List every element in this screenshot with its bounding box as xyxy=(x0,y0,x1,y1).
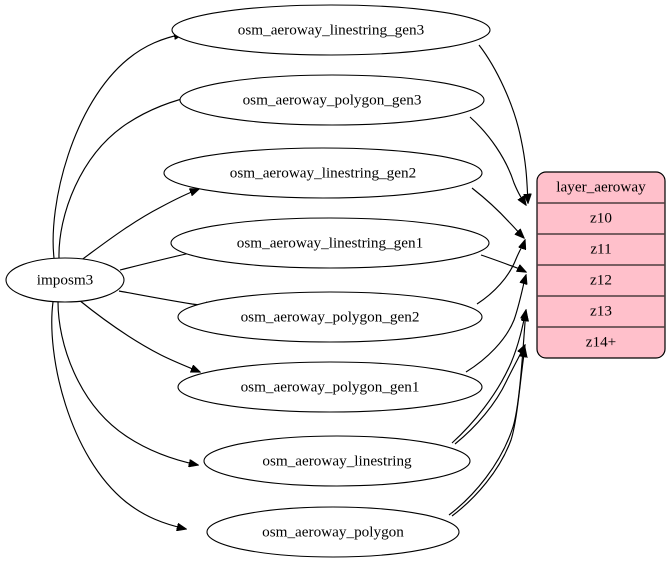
edge-imposm3-to-polygon-gen1 xyxy=(78,299,200,372)
node-osm_aeroway_polygon_gen2-label: osm_aeroway_polygon_gen2 xyxy=(241,308,420,325)
edge-imposm3-to-polygon xyxy=(51,301,186,529)
node-osm_aeroway_polygon_gen2[interactable]: osm_aeroway_polygon_gen2 xyxy=(177,291,483,343)
node-osm_aeroway_polygon-shape[interactable] xyxy=(206,506,460,558)
edge-linestring-gen3-to-z10 xyxy=(478,44,528,203)
record-row-z11[interactable]: z11 xyxy=(590,240,611,257)
node-osm_aeroway_linestring-label: osm_aeroway_linestring xyxy=(262,452,412,469)
node-imposm3-shape[interactable] xyxy=(5,257,125,303)
node-osm_aeroway_polygon_gen3[interactable]: osm_aeroway_polygon_gen3 xyxy=(179,74,485,126)
node-osm_aeroway_linestring_gen1[interactable]: osm_aeroway_linestring_gen1 xyxy=(170,217,490,269)
node-osm_aeroway_polygon_gen3-label: osm_aeroway_polygon_gen3 xyxy=(243,91,422,108)
edge-polygon-to-z14plus xyxy=(451,348,525,517)
node-osm_aeroway_polygon_gen1-shape[interactable] xyxy=(177,361,483,413)
record-row-z14plus[interactable]: z14+ xyxy=(586,333,617,350)
edge-imposm3-to-linestring-gen2 xyxy=(79,189,199,262)
edge-polygon-gen2-to-z11 xyxy=(476,240,525,305)
edge-linestring-to-z13 xyxy=(451,310,526,444)
edge-linestring-gen1-to-z12 xyxy=(480,254,526,272)
edge-polygon-gen1-to-z12 xyxy=(465,275,526,373)
node-osm_aeroway_linestring_gen3[interactable]: osm_aeroway_linestring_gen3 xyxy=(171,4,491,56)
record-row-header: layer_aeroway xyxy=(556,178,646,195)
edge-polygon-to-z13 xyxy=(448,312,526,516)
node-imposm3-label: imposm3 xyxy=(37,271,94,288)
node-osm_aeroway_linestring_gen1-label: osm_aeroway_linestring_gen1 xyxy=(237,234,423,251)
node-osm_aeroway_polygon_gen3-shape[interactable] xyxy=(179,74,485,126)
node-osm_aeroway_polygon[interactable]: osm_aeroway_polygon xyxy=(206,506,460,558)
node-osm_aeroway_polygon_gen1-label: osm_aeroway_polygon_gen1 xyxy=(241,378,420,395)
record-row-z10[interactable]: z10 xyxy=(590,209,612,226)
node-osm_aeroway_linestring_gen2-label: osm_aeroway_linestring_gen2 xyxy=(230,164,416,181)
node-osm_aeroway_linestring_gen3-shape[interactable] xyxy=(171,4,491,56)
record-row-z13[interactable]: z13 xyxy=(590,302,612,319)
edge-group-imposm3-to-tables xyxy=(51,34,214,529)
edge-polygon-gen3-to-z10 xyxy=(469,116,526,205)
node-osm_aeroway_linestring_gen2-shape[interactable] xyxy=(163,147,483,199)
node-osm_aeroway_polygon_gen2-shape[interactable] xyxy=(177,291,483,343)
node-osm_aeroway_polygon-label: osm_aeroway_polygon xyxy=(262,523,404,540)
record-row-z12[interactable]: z12 xyxy=(590,271,612,288)
edge-imposm3-to-polygon-gen3 xyxy=(58,95,198,259)
edge-group-tables-to-layer xyxy=(448,44,528,517)
node-osm_aeroway_linestring_gen2[interactable]: osm_aeroway_linestring_gen2 xyxy=(163,147,483,199)
edge-imposm3-to-linestring-gen3 xyxy=(52,34,183,259)
node-osm_aeroway_linestring_gen1-shape[interactable] xyxy=(170,217,490,269)
node-osm_aeroway_polygon_gen1[interactable]: osm_aeroway_polygon_gen1 xyxy=(177,361,483,413)
node-osm_aeroway_linestring_gen3-label: osm_aeroway_linestring_gen3 xyxy=(238,21,424,38)
node-osm_aeroway_linestring-shape[interactable] xyxy=(203,435,471,487)
edge-linestring-gen2-to-z11 xyxy=(471,187,524,238)
node-layer_aeroway[interactable]: layer_aeroway z10 z11 z12 z13 z14+ xyxy=(536,171,666,359)
edge-imposm3-to-linestring xyxy=(57,301,198,465)
node-osm_aeroway_linestring[interactable]: osm_aeroway_linestring xyxy=(203,435,471,487)
node-imposm3[interactable]: imposm3 xyxy=(5,257,125,303)
